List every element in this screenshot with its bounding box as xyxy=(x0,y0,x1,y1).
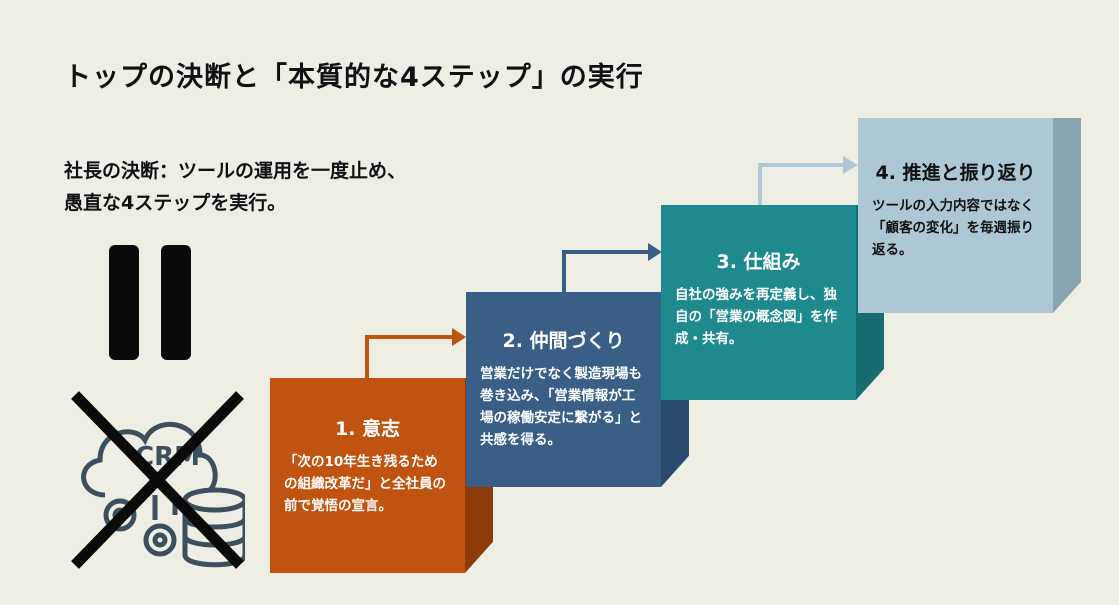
step-2-body: 営業だけでなく製造現場も巻き込み、「営業情報が工場の稼働安定に繋がる」と共感を得… xyxy=(480,366,642,448)
gear-icon xyxy=(103,498,137,532)
step-1-title: 1. 意志 xyxy=(334,418,401,440)
subtitle: 社長の決断：ツールの運用を一度止め、 愚直な4ステップを実行。 xyxy=(64,155,406,219)
page-title: トップの決断と「本質的な4ステップ」の実行 xyxy=(64,62,644,93)
subtitle-line-1: 社長の決断：ツールの運用を一度止め、 xyxy=(64,160,407,182)
step-2: 2. 仲間づくり 営業だけでなく製造現場も巻き込み、「営業情報が工場の稼働安定に… xyxy=(466,292,689,487)
step-4: 4. 推進と振り返り ツールの入力内容ではなく「顧客の変化」を毎週振り返る。 xyxy=(858,118,1081,313)
step-3: 3. 仕組み 自社の強みを再定義し、独自の「営業の概念図」を作成・共有。 xyxy=(661,205,884,400)
arrow-3-to-4 xyxy=(758,163,843,205)
step-4-body: ツールの入力内容ではなく「顧客の変化」を毎週振り返る。 xyxy=(872,198,1034,258)
cross-icon xyxy=(71,391,244,569)
cloud-icon xyxy=(81,422,218,498)
arrow-2-to-3 xyxy=(562,250,648,292)
step-1-body: 「次の10年生き残るための組織改革だ」と全社員の前で覚悟の宣言。 xyxy=(284,454,446,514)
gear-icon-2 xyxy=(143,523,177,557)
arrow-1-to-2 xyxy=(365,335,452,378)
crossed-out-crm-icon: CRM xyxy=(71,391,245,569)
step-1: 1. 意志 「次の10年生き残るための組織改革だ」と全社員の前で覚悟の宣言。 xyxy=(270,378,493,573)
step-3-title: 3. 仕組み xyxy=(716,251,801,273)
step-2-title: 2. 仲間づくり xyxy=(502,330,625,352)
step-4-title: 4. 推進と振り返り xyxy=(875,162,1036,184)
step-3-body: 自社の強みを再定義し、独自の「営業の概念図」を作成・共有。 xyxy=(675,287,837,347)
subtitle-line-2: 愚直な4ステップを実行。 xyxy=(64,192,287,214)
